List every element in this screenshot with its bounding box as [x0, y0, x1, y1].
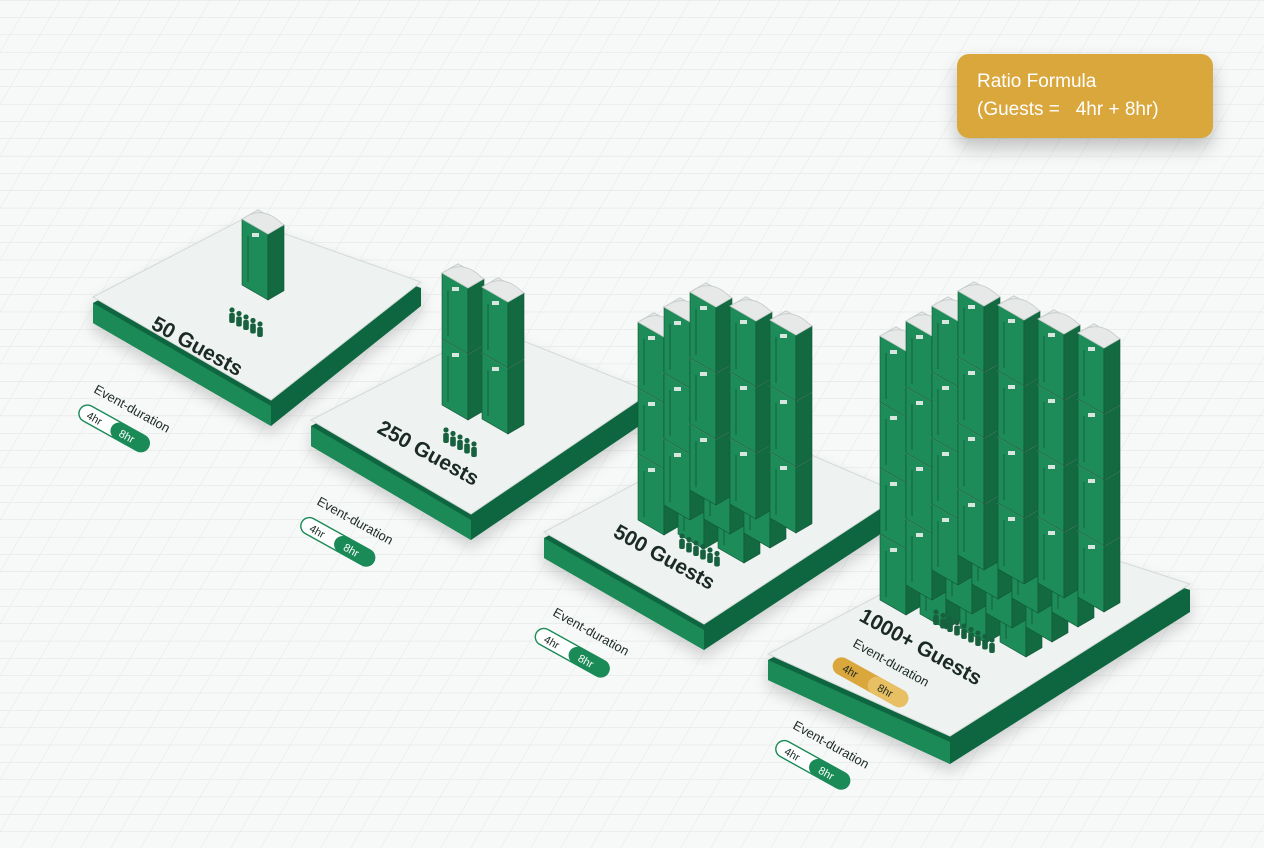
tier-250: 250 Guests Event-duration 4hr 8hr [298, 263, 653, 570]
inner-duration-pill[interactable]: 4hr 8hr [829, 654, 911, 710]
people-group-icon [229, 307, 263, 337]
formula-expression: (Guests = 4hr + 8hr) [977, 99, 1159, 120]
formula-title: Ratio Formula [977, 71, 1097, 92]
portable-toilet-icon [441, 263, 525, 435]
portable-toilet-icon [241, 209, 285, 301]
tier-500: 500 Guests Event-duration 4hr 8hr [532, 282, 904, 680]
duration-pill[interactable]: 4hr 8hr [76, 402, 152, 455]
platform [309, 327, 653, 540]
people-group-icon [443, 427, 477, 457]
people-group-icon [933, 609, 995, 653]
platform [91, 218, 423, 426]
duration-pill[interactable]: 4hr 8hr [532, 625, 612, 680]
people-group-icon [679, 533, 720, 567]
portable-toilet-icon [879, 281, 1121, 658]
duration-pill[interactable]: 4hr 8hr [298, 515, 378, 570]
ratio-formula-card: Ratio Formula (Guests = 4hr + 8hr) [957, 54, 1213, 138]
tier-1000: 1000+ Guests Event-duration 4hr 8hr Even… [766, 281, 1192, 793]
duration-pill[interactable]: 4hr 8hr [773, 738, 853, 793]
portable-toilet-icon [637, 282, 813, 564]
